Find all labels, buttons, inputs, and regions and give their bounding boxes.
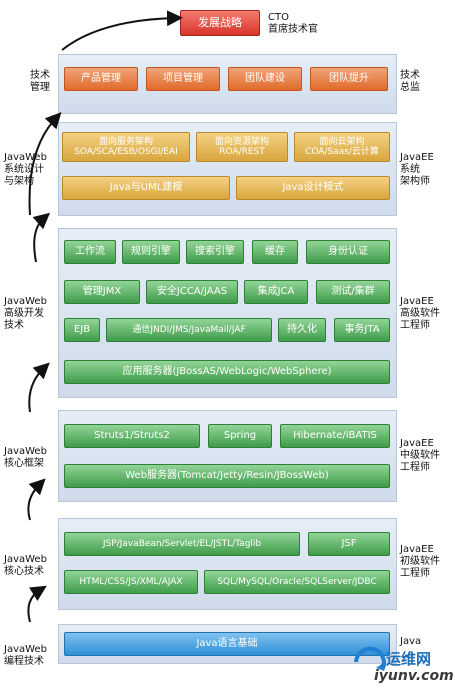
label-line: 编程技术	[4, 656, 44, 667]
label-line: JavaWeb	[4, 446, 47, 457]
label-line: JavaWeb	[4, 152, 47, 163]
label-line: 高级开发	[4, 308, 44, 319]
box-line: 面向云架构	[319, 136, 365, 147]
arch-left-label: JavaWeb 系统设计 与架构	[4, 152, 47, 188]
uml-modeling-box: Java与UML建模	[62, 176, 230, 200]
label-line: JavaWeb	[4, 296, 47, 307]
basic-right-label: Java	[400, 636, 421, 648]
watermark-logo-icon	[354, 646, 386, 672]
label-line: JavaWeb	[4, 644, 47, 655]
jsf-box: JSF	[308, 532, 390, 556]
security-box: 安全JCCA/JAAS	[146, 280, 238, 304]
soa-box: 面向服务架构 SOA/SCA/ESB/OSGI/EAI	[62, 132, 190, 162]
web-server-box: Web服务器(Tomcat/Jetty/Resin/JBossWeb)	[64, 464, 390, 488]
label-line: Java	[400, 636, 422, 647]
arrow-to-arch	[32, 212, 51, 263]
cto-role-label: CTO 首席技术官	[268, 12, 318, 36]
product-management-box: 产品管理	[64, 67, 138, 91]
spring-box: Spring	[208, 424, 272, 448]
label-line: 技术	[400, 70, 420, 81]
label-line: JavaWeb	[4, 554, 47, 565]
label-line: JavaEE	[400, 438, 434, 449]
label-line: 技术	[4, 320, 24, 331]
hibernate-box: Hibernate/iBATIS	[280, 424, 390, 448]
html-box: HTML/CSS/JS/XML/AJAX	[64, 570, 198, 594]
advanced-right-label: JavaEE 高级软件 工程师	[400, 296, 440, 332]
design-patterns-box: Java设计模式	[236, 176, 390, 200]
app-server-box: 应用服务器(JBossAS/WebLogic/WebSphere)	[64, 360, 390, 384]
coa-box: 面向云架构 COA/Saas/云计算	[294, 132, 390, 162]
persistence-box: 持久化	[278, 318, 326, 342]
label-line: 架构师	[400, 176, 430, 187]
jmx-box: 管理JMX	[64, 280, 140, 304]
label-line: 技术	[30, 70, 50, 81]
arrow-to-advanced	[28, 362, 50, 413]
strategy-box: 发展战略	[180, 10, 260, 36]
roa-box: 面向资源架构 ROA/REST	[196, 132, 288, 162]
label-line: JavaEE	[400, 152, 434, 163]
workflow-box: 工作流	[64, 240, 116, 264]
label-line: 工程师	[400, 320, 430, 331]
core-left-label: JavaWeb 核心技术	[4, 554, 47, 578]
watermark-url: iyunv.com	[374, 668, 454, 684]
label-line: 核心技术	[4, 566, 44, 577]
struts-box: Struts1/Struts2	[64, 424, 200, 448]
test-cluster-box: 测试/集群	[316, 280, 390, 304]
sql-box: SQL/MySQL/Oracle/SQLServer/JDBC	[204, 570, 390, 594]
cto-line1: CTO	[268, 12, 289, 23]
label-line: 初级软件	[400, 556, 440, 567]
watermark-text: 运维网	[386, 650, 432, 668]
box-line: 面向服务架构	[98, 136, 153, 147]
label-line: 工程师	[400, 568, 430, 579]
label-line: 核心框架	[4, 458, 44, 469]
label-line: JavaEE	[400, 296, 434, 307]
communication-box: 通信JNDI/JMS/JavaMail/JAF	[106, 318, 272, 342]
box-line: SOA/SCA/ESB/OSGI/EAI	[74, 147, 178, 157]
label-line: 高级软件	[400, 308, 440, 319]
framework-left-label: JavaWeb 核心框架	[4, 446, 47, 470]
label-line: 总监	[400, 82, 420, 93]
advanced-left-label: JavaWeb 高级开发 技术	[4, 296, 47, 332]
box-line: 面向资源架构	[214, 136, 269, 147]
team-building-box: 团队建设	[228, 67, 302, 91]
core-right-label: JavaEE 初级软件 工程师	[400, 544, 440, 580]
jca-box: 集成JCA	[244, 280, 308, 304]
tech-mgmt-left-label: 技术 管理	[30, 70, 50, 94]
jsp-box: JSP/JavaBean/Servlet/EL/JSTL/Taglib	[64, 532, 300, 556]
box-line: COA/Saas/云计算	[305, 147, 379, 157]
arrow-to-framework	[27, 478, 46, 521]
team-improvement-box: 团队提升	[310, 67, 388, 91]
search-engine-box: 搜索引擎	[186, 240, 244, 264]
tech-mgmt-right-label: 技术 总监	[400, 70, 420, 94]
ejb-box: EJB	[64, 318, 100, 342]
arrow-to-core	[27, 585, 47, 623]
label-line: 管理	[30, 82, 50, 93]
java-basics-box: Java语言基础	[64, 632, 390, 656]
cache-box: 缓存	[252, 240, 298, 264]
framework-right-label: JavaEE 中级软件 工程师	[400, 438, 440, 474]
cto-line2: 首席技术官	[268, 24, 318, 35]
label-line: 工程师	[400, 462, 430, 473]
label-line: 与架构	[4, 176, 34, 187]
box-line: ROA/REST	[219, 147, 265, 157]
label-line: 中级软件	[400, 450, 440, 461]
arrow-to-cto	[61, 10, 183, 51]
rule-engine-box: 规则引擎	[122, 240, 180, 264]
basic-left-label: JavaWeb 编程技术	[4, 644, 47, 668]
project-management-box: 项目管理	[146, 67, 220, 91]
jta-box: 事务JTA	[334, 318, 390, 342]
label-line: 系统设计	[4, 164, 44, 175]
label-line: 系统	[400, 164, 420, 175]
label-line: JavaEE	[400, 544, 434, 555]
arch-right-label: JavaEE 系统 架构师	[400, 152, 434, 188]
auth-box: 身份认证	[306, 240, 390, 264]
arrow-to-tech-mgmt	[28, 112, 62, 216]
